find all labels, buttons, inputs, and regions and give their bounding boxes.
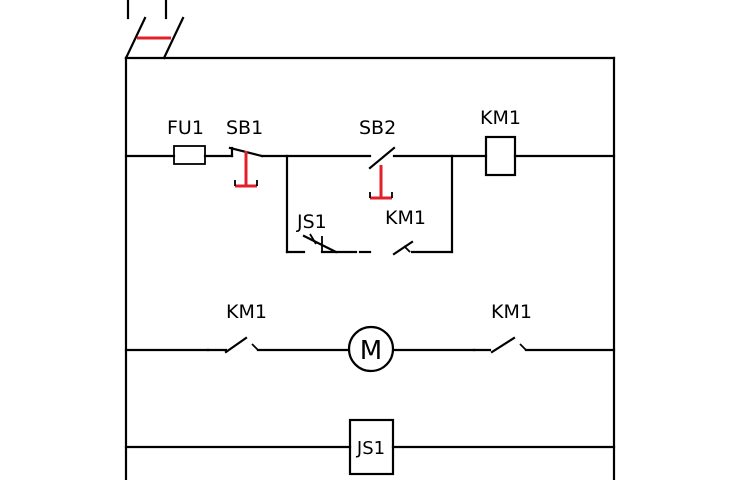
- timer-rung: [124, 418, 616, 476]
- motor-rung: [124, 325, 616, 373]
- label-js1-coil: JS1: [356, 438, 385, 459]
- label-fu1: FU1: [167, 117, 204, 139]
- power-rails: [124, 56, 616, 480]
- fuse-fu1: [173, 145, 206, 165]
- label-km1-hold: KM1: [385, 207, 426, 229]
- hold-contact-km1: [358, 240, 414, 256]
- main-contact-km1-right: [472, 336, 527, 354]
- timer-contact-js1: [302, 233, 338, 254]
- label-sb2: SB2: [359, 117, 396, 139]
- stop-button-sb1: [228, 146, 264, 188]
- label-km1-left: KM1: [226, 301, 267, 323]
- label-km1-coil: KM1: [480, 107, 521, 129]
- label-motor: M: [360, 336, 382, 366]
- label-km1-right: KM1: [491, 301, 532, 323]
- label-sb1: SB1: [226, 117, 263, 139]
- control-rung: [124, 135, 616, 200]
- main-contact-km1-left: [206, 336, 259, 354]
- label-js1-contact: JS1: [296, 211, 327, 233]
- coil-km1: [484, 135, 517, 177]
- hold-branch: [285, 154, 454, 256]
- start-button-sb2: [368, 146, 396, 200]
- main-switch: [124, 0, 185, 60]
